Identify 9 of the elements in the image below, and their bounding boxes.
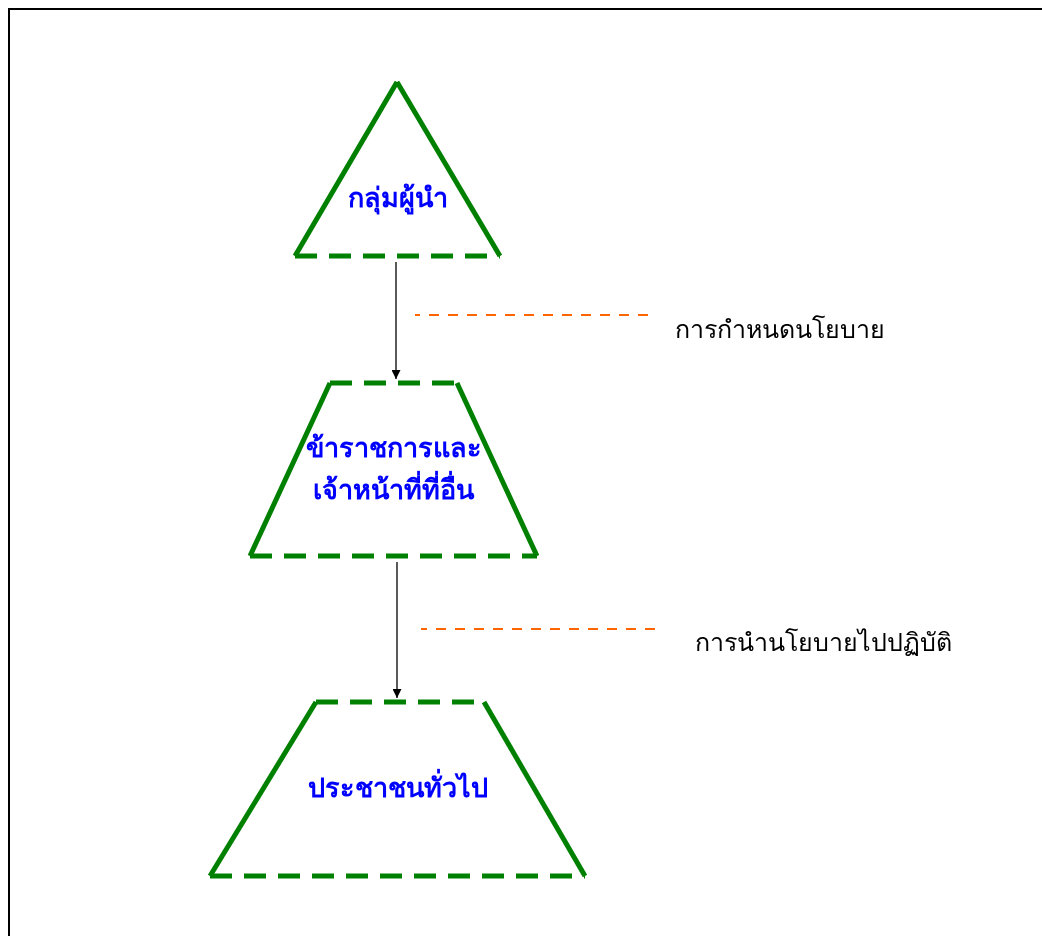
annotation-label: การนำนโยบายไปปฏิบัติ <box>695 622 952 662</box>
arrow <box>392 561 402 699</box>
shape-label: ประชาชนทั่วไป <box>307 768 488 810</box>
annotation-label: การกำหนดนโยบาย <box>675 309 885 349</box>
arrow <box>391 261 401 380</box>
shape-label: กลุ่มผู้นำ <box>347 182 448 217</box>
leader-line <box>414 314 649 316</box>
shape-label: ข้าราชการและ เจ้าหน้าที่ที่อื่น <box>304 431 483 507</box>
leader-line <box>420 628 656 630</box>
